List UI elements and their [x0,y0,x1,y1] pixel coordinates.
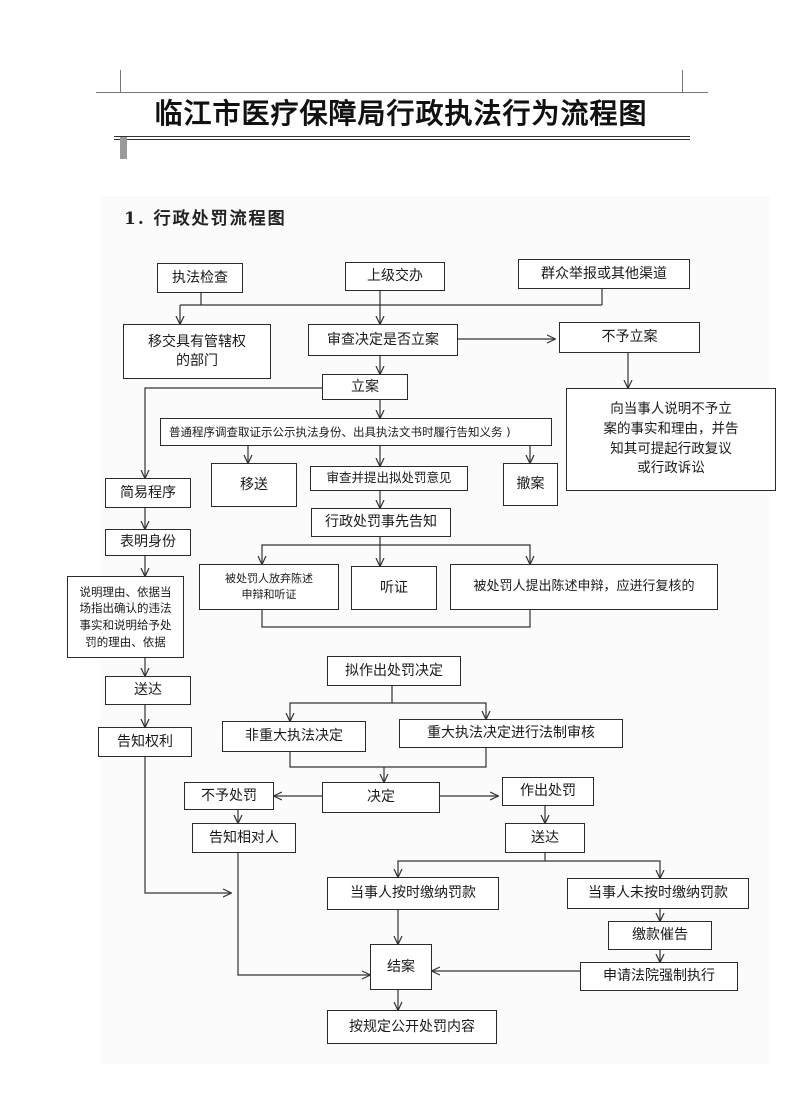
document-title: 临江市医疗保障局行政执法行为流程图 [154,97,648,130]
node-no-penalty: 不予处罚 [184,782,274,810]
node-deliver: 送达 [505,823,585,853]
edge-draft-fan [290,686,393,721]
node-general-procedure: 普通程序调查取证示公示执法身份、出具执法文书时履行告知义务 ) [160,418,552,446]
title-underline-2 [114,139,690,140]
node-superior-assignment: 上级交办 [345,262,445,291]
node-close-case: 结案 [370,944,432,990]
node-court-enforcement: 申请法院强制执行 [580,962,738,991]
edge-notify-to-close [237,853,370,975]
node-not-pay-on-time: 当事人未按时缴纳罚款 [567,878,749,909]
edge-major-to-decision [384,748,487,768]
node-public-report: 群众举报或其他渠道 [518,259,690,289]
header-rule-top [96,92,708,93]
node-review-propose: 审查并提出拟处罚意见 [310,466,468,491]
node-decision: 决定 [322,782,440,813]
edge-fan-in-right [380,610,531,628]
title-underline [114,136,690,137]
node-waive-statement: 被处罚人放弃陈述 申辩和听证 [199,564,339,610]
node-draft-decision: 拟作出处罚决定 [327,656,461,686]
node-withdraw: 撤案 [503,463,558,506]
section-heading: 1. 行政处罚流程图 [124,209,287,229]
node-not-filed: 不予立案 [559,322,700,353]
node-hearing: 听证 [351,566,437,610]
header-corner-left [120,70,121,92]
edge-non-major-to-decision [289,752,384,768]
node-explain-reasons: 说明理由、依据当 场指出确认的违法 事实和说明给予处 罚的理由、依据 [67,576,184,658]
node-explain-not-filed: 向当事人说明不予立 案的事实和理由，并告 知其可提起行政复议 或行政诉讼 [566,388,776,491]
node-transfer-dept: 移交具有管辖权 的部门 [123,324,271,379]
node-payment-reminder: 缴款催告 [608,921,712,950]
edge-filed-to-simple [145,387,322,478]
node-simple-procedure: 简易程序 [105,478,191,508]
title-marker [120,137,127,159]
node-prior-notice: 行政处罚事先告知 [311,508,451,537]
edge-deliver-fan-left [398,853,546,877]
edge-notice-fan [262,537,381,564]
node-make-penalty: 作出处罚 [502,777,594,806]
edge-rights-to-close [144,757,231,893]
node-statement-review: 被处罚人提出陈述申辩，应进行复核的 [450,564,718,610]
node-pay-on-time: 当事人按时缴纳罚款 [327,877,499,910]
node-publish: 按规定公开处罚内容 [327,1010,497,1044]
node-deliver-simple: 送达 [105,676,191,705]
node-major-review: 重大执法决定进行法制审核 [399,719,623,748]
edge-deliver-fan-right [545,860,660,878]
edge-notice-to-statement [380,544,530,564]
node-show-identity: 表明身份 [105,529,191,556]
node-law-inspection: 执法检查 [157,263,243,293]
node-review-decision: 审查决定是否立案 [308,324,458,356]
node-filed: 立案 [322,374,408,400]
edge-draft-to-major [392,702,486,719]
node-inform-rights: 告知权利 [98,727,192,757]
node-transfer: 移送 [211,463,297,507]
node-non-major: 非重大执法决定 [222,721,366,752]
node-notify-party: 告知相对人 [192,823,296,853]
header-corner-right [682,70,683,92]
edge-fan-in-left [261,610,380,628]
